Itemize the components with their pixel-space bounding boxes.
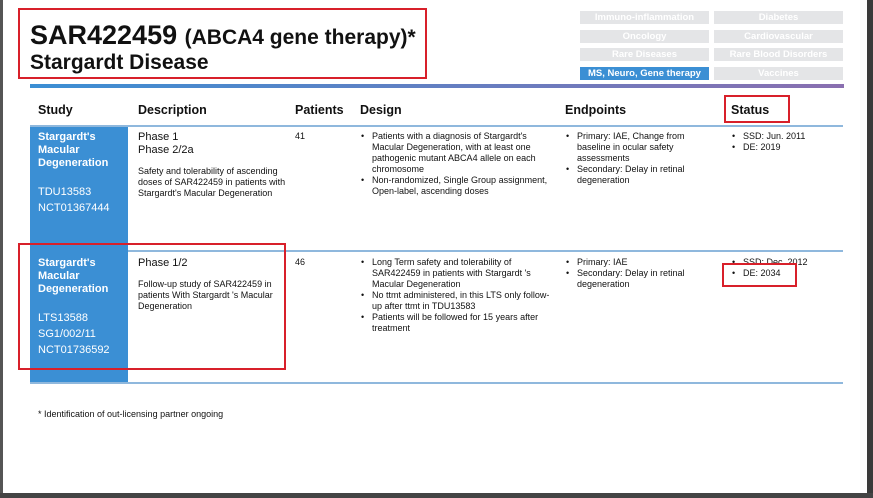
study-id: TDU13583 xyxy=(38,186,92,198)
category-tag[interactable]: Immuno-inflammation xyxy=(580,11,709,24)
study-id: SG1/002/11 xyxy=(38,328,96,340)
col-header-design: Design xyxy=(360,103,402,117)
status-list: SSD: Dec. 2012DE: 2034 xyxy=(731,257,843,279)
endpoints-list: Primary: IAESecondary: Delay in retinal … xyxy=(565,257,717,290)
table-bottom-line xyxy=(30,382,843,384)
endpoints-item: Primary: IAE, Change from baseline in oc… xyxy=(566,131,717,164)
design-item: No ttmt administered, in this LTS only f… xyxy=(361,290,557,312)
status-item: DE: 2034 xyxy=(732,268,843,279)
study-id: LTS13588 xyxy=(38,312,88,324)
disease-title: Stargardt Disease xyxy=(30,51,209,74)
status-item: SSD: Jun. 2011 xyxy=(732,131,843,142)
endpoints-item: Primary: IAE xyxy=(566,257,717,268)
frame-left xyxy=(0,0,3,498)
study-id: NCT01736592 xyxy=(38,344,110,356)
status-item: SSD: Dec. 2012 xyxy=(732,257,843,268)
highlight-title xyxy=(18,8,427,79)
design-item: Long Term safety and tolerability of SAR… xyxy=(361,257,557,290)
endpoints-item: Secondary: Delay in retinal degeneration xyxy=(566,268,717,290)
description-text: Follow-up study of SAR422459 in patients… xyxy=(138,279,273,311)
patients-count: 46 xyxy=(295,257,306,267)
highlight-de-2034 xyxy=(722,263,797,287)
highlight-status xyxy=(724,95,790,123)
category-tag[interactable]: Diabetes xyxy=(714,11,843,24)
description-text: Safety and tolerability of ascending dos… xyxy=(138,166,286,198)
endpoints-list: Primary: IAE, Change from baseline in oc… xyxy=(565,131,717,186)
category-tag[interactable]: Rare Diseases xyxy=(580,48,709,61)
status-list: SSD: Jun. 2011DE: 2019 xyxy=(731,131,843,153)
row-separator xyxy=(128,250,843,252)
frame-right xyxy=(867,0,873,498)
design-list: Patients with a diagnosis of Stargardt's… xyxy=(360,131,557,197)
patients-count: 41 xyxy=(295,131,306,141)
highlight-row2-study xyxy=(18,243,286,370)
frame-bottom xyxy=(0,493,873,498)
design-item: Patients with a diagnosis of Stargardt's… xyxy=(361,131,557,175)
title-code: SAR422459 xyxy=(30,20,178,50)
col-header-status: Status xyxy=(731,103,770,117)
category-tag[interactable]: Cardiovascular xyxy=(714,30,843,43)
page-title: SAR422459 (ABCA4 gene therapy)* xyxy=(30,20,416,51)
category-tag[interactable]: MS, Neuro, Gene therapy xyxy=(580,67,709,80)
phase: Phase 1 xyxy=(138,131,179,143)
header-line xyxy=(30,125,843,127)
category-tag[interactable]: Vaccines xyxy=(714,67,843,80)
study-name: Stargardt's Macular Degeneration xyxy=(38,257,109,295)
divider-gradient xyxy=(30,84,844,88)
col-header-description: Description xyxy=(138,103,207,117)
study-name: Stargardt's Macular Degeneration xyxy=(38,131,109,169)
status-item: DE: 2019 xyxy=(732,142,843,153)
design-item: Patients will be followed for 15 years a… xyxy=(361,312,557,334)
category-tag[interactable]: Oncology xyxy=(580,30,709,43)
study-column-bg xyxy=(30,127,128,383)
category-tag[interactable]: Rare Blood Disorders xyxy=(714,48,843,61)
endpoints-item: Secondary: Delay in retinal degeneration xyxy=(566,164,717,186)
title-subtitle: (ABCA4 gene therapy)* xyxy=(184,26,416,49)
design-item: Non-randomized, Single Group assignment,… xyxy=(361,175,557,197)
study-id: NCT01367444 xyxy=(38,202,110,214)
phase: Phase 2/2a xyxy=(138,144,194,156)
col-header-patients: Patients xyxy=(295,103,344,117)
phase: Phase 1/2 xyxy=(138,257,188,269)
col-header-study: Study xyxy=(38,103,73,117)
design-list: Long Term safety and tolerability of SAR… xyxy=(360,257,557,334)
footnote: * Identification of out-licensing partne… xyxy=(38,409,224,419)
col-header-endpoints: Endpoints xyxy=(565,103,627,117)
